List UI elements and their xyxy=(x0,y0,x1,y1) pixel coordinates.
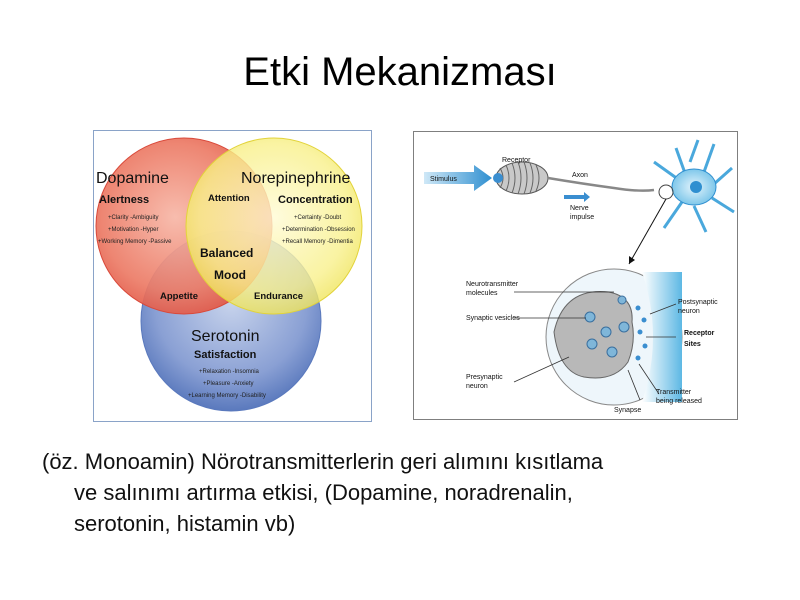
impulse-arrow xyxy=(564,192,590,202)
molecules-label: molecules xyxy=(466,290,498,297)
vesicles-label: Synaptic vesicles xyxy=(466,315,520,322)
norepinephrine-label: Norepinephrine xyxy=(241,170,351,187)
caption-line: serotonin, histamin vb) xyxy=(74,511,296,536)
norepinephrine-item: +Certainty -Doubt xyxy=(294,215,342,221)
synapse-diagram: Stimulus Receptor Axon Nerve impulse xyxy=(416,134,737,419)
venn-diagram-panel: Dopamine Alertness +Clarity -Ambiguity +… xyxy=(93,130,372,422)
norepinephrine-item: +Recall Memory -Dimentia xyxy=(282,239,354,245)
dopamine-item: +Motivation -Hyper xyxy=(108,227,159,233)
caption-line: (öz. Monoamin) Nörotransmitterlerin geri… xyxy=(42,449,604,474)
attention-label: Attention xyxy=(208,193,250,204)
stimulus-arrow xyxy=(424,165,492,191)
stimulus-label: Stimulus xyxy=(430,176,457,183)
dopamine-label: Dopamine xyxy=(96,170,169,187)
endurance-label: Endurance xyxy=(254,291,303,302)
synapse-diagram-panel: Stimulus Receptor Axon Nerve impulse xyxy=(413,131,738,420)
dopamine-item: +Working Memory -Passive xyxy=(98,239,172,245)
balanced-label: Balanced xyxy=(200,246,253,260)
norepinephrine-trait: Concentration xyxy=(278,194,353,206)
zoom-line xyxy=(628,198,667,265)
postsynaptic-label: Postsynaptic xyxy=(678,299,718,306)
appetite-label: Appetite xyxy=(160,291,198,302)
nerve-label: Nerve xyxy=(570,205,589,212)
neurotransmitter-label: Neurotransmitter xyxy=(466,281,519,288)
receptor-label: Receptor xyxy=(502,157,531,164)
mood-label: Mood xyxy=(214,268,246,282)
presynaptic-label: Presynaptic xyxy=(466,374,503,381)
impulse-label: impulse xyxy=(570,214,594,221)
presynaptic-neuron-label: neuron xyxy=(466,383,488,390)
slide-caption: (öz. Monoamin) Nörotransmitterlerin geri… xyxy=(42,446,762,539)
slide-title: Etki Mekanizması xyxy=(243,50,557,94)
label-leaders xyxy=(513,291,677,401)
transmitter-label: Transmitter xyxy=(656,389,692,396)
postsynaptic-neuron-label: neuron xyxy=(678,308,700,315)
serotonin-item: +Relaxation -Insomnia xyxy=(199,369,260,375)
receptor-coil xyxy=(493,161,549,195)
receptor-sites-label: Receptor xyxy=(684,330,715,337)
serotonin-trait: Satisfaction xyxy=(194,349,257,361)
axon-label: Axon xyxy=(572,172,588,179)
being-released-label: being released xyxy=(656,398,702,405)
serotonin-item: +Pleasure -Anxiety xyxy=(203,381,254,387)
sites-label: Sites xyxy=(684,341,701,348)
serotonin-label: Serotonin xyxy=(191,328,260,345)
dopamine-trait: Alertness xyxy=(99,194,149,206)
axon-line xyxy=(547,176,655,192)
norepinephrine-item: +Determination -Obsession xyxy=(282,227,355,233)
postsynaptic-neuron-cell xyxy=(653,139,735,233)
norepinephrine-circle xyxy=(185,137,363,315)
zoom-arrowhead xyxy=(629,256,635,264)
venn-diagram: Dopamine Alertness +Clarity -Ambiguity +… xyxy=(95,137,363,412)
dopamine-item: +Clarity -Ambiguity xyxy=(108,215,159,221)
serotonin-item: +Learning Memory -Disability xyxy=(188,393,266,399)
synapse-label: Synapse xyxy=(614,407,641,414)
caption-line: ve salınımı artırma etkisi, (Dopamine, n… xyxy=(74,480,573,505)
